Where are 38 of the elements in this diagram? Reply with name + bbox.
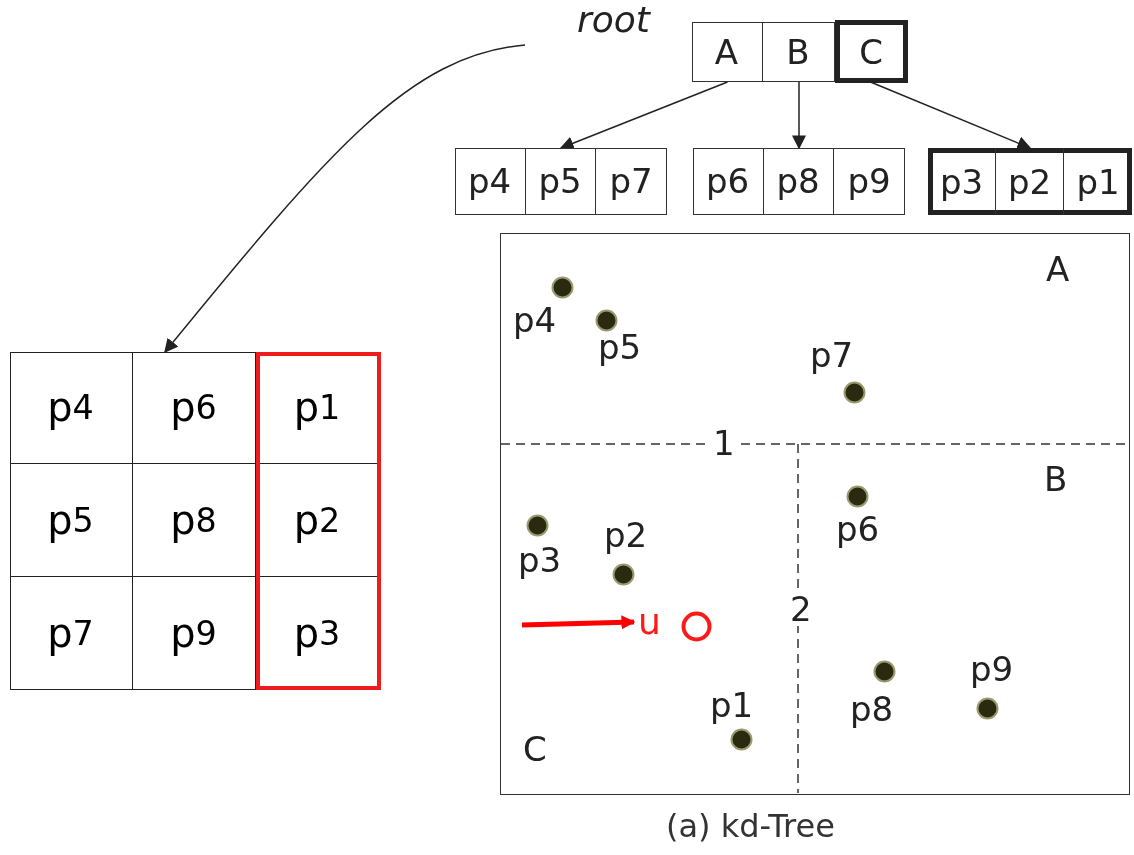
point-label: p7 xyxy=(810,338,854,372)
root-label: root xyxy=(577,2,650,38)
point-label: p2 xyxy=(604,518,648,552)
arrow xyxy=(792,81,806,150)
key-cell: p7 xyxy=(595,147,667,215)
region-label: C xyxy=(523,732,547,766)
key-cell: p1 xyxy=(1064,148,1132,215)
point-label: p6 xyxy=(836,512,880,546)
key-cell: C xyxy=(834,20,908,83)
key-cell: p6 xyxy=(692,147,764,215)
caption: (a) kd-Tree xyxy=(666,810,835,842)
node-box xyxy=(692,22,906,82)
result-table xyxy=(10,352,380,690)
point-label: p3 xyxy=(518,543,562,577)
point-label: p5 xyxy=(598,330,642,364)
key-cell: p5 xyxy=(525,147,596,215)
node-box xyxy=(455,148,667,215)
key-cell: B xyxy=(762,21,835,82)
key-cell: p2 xyxy=(996,148,1064,215)
node-box xyxy=(928,148,1132,215)
point-label: p1 xyxy=(710,688,754,722)
key-cell: A xyxy=(691,21,763,82)
point-label: p4 xyxy=(513,303,557,337)
arrow xyxy=(521,615,636,630)
curved-arrow xyxy=(164,44,526,354)
plot-area xyxy=(500,233,1130,795)
key-cell: p4 xyxy=(454,147,526,215)
node-box xyxy=(693,148,905,215)
arrow xyxy=(869,81,1032,150)
region-label: A xyxy=(1046,252,1070,286)
point-label: p8 xyxy=(850,692,894,726)
region-label: B xyxy=(1044,462,1068,496)
key-cell: p3 xyxy=(928,148,996,215)
arrow xyxy=(559,81,729,150)
key-cell: p8 xyxy=(763,147,834,215)
query-label: u xyxy=(633,599,666,644)
point-label: p9 xyxy=(970,652,1014,686)
key-cell: p9 xyxy=(833,147,905,215)
